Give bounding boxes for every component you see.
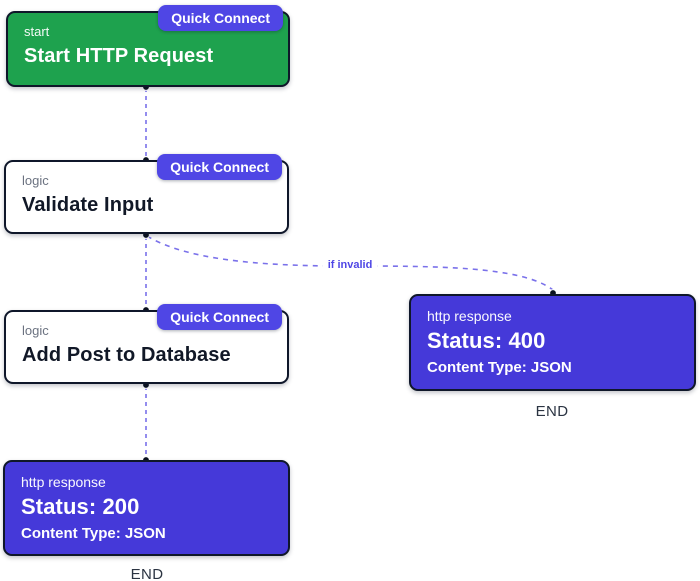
node-type-label: logic bbox=[22, 323, 49, 338]
node-http-response-200[interactable]: http response Status: 200 Content Type: … bbox=[3, 460, 290, 556]
node-type-label: http response bbox=[427, 308, 512, 324]
node-start-http-request[interactable]: Quick Connect start Start HTTP Request bbox=[6, 5, 290, 87]
node-type-label: start bbox=[24, 24, 50, 39]
end-label: END bbox=[130, 566, 164, 581]
node-http-response-400[interactable]: http response Status: 400 Content Type: … bbox=[409, 294, 696, 391]
connection-handles bbox=[142, 83, 557, 464]
node-type-label: logic bbox=[22, 173, 49, 188]
node-title: Status: 400 bbox=[427, 328, 546, 353]
node-title: Validate Input bbox=[22, 194, 154, 216]
end-label: END bbox=[535, 403, 569, 420]
quick-connect-button[interactable]: Quick Connect bbox=[158, 5, 283, 31]
branch-condition-label: if invalid bbox=[322, 258, 378, 272]
node-type-label: http response bbox=[21, 474, 106, 490]
node-add-post-to-database[interactable]: Quick Connect logic Add Post to Database bbox=[4, 304, 289, 384]
node-subtitle: Content Type: JSON bbox=[21, 525, 166, 542]
quick-connect-button[interactable]: Quick Connect bbox=[157, 304, 282, 330]
node-title: Add Post to Database bbox=[22, 344, 231, 366]
node-title: Start HTTP Request bbox=[24, 45, 214, 67]
node-subtitle: Content Type: JSON bbox=[427, 359, 572, 376]
quick-connect-button[interactable]: Quick Connect bbox=[157, 154, 282, 180]
node-title: Status: 200 bbox=[21, 494, 140, 519]
node-validate-input[interactable]: Quick Connect logic Validate Input bbox=[4, 154, 289, 234]
